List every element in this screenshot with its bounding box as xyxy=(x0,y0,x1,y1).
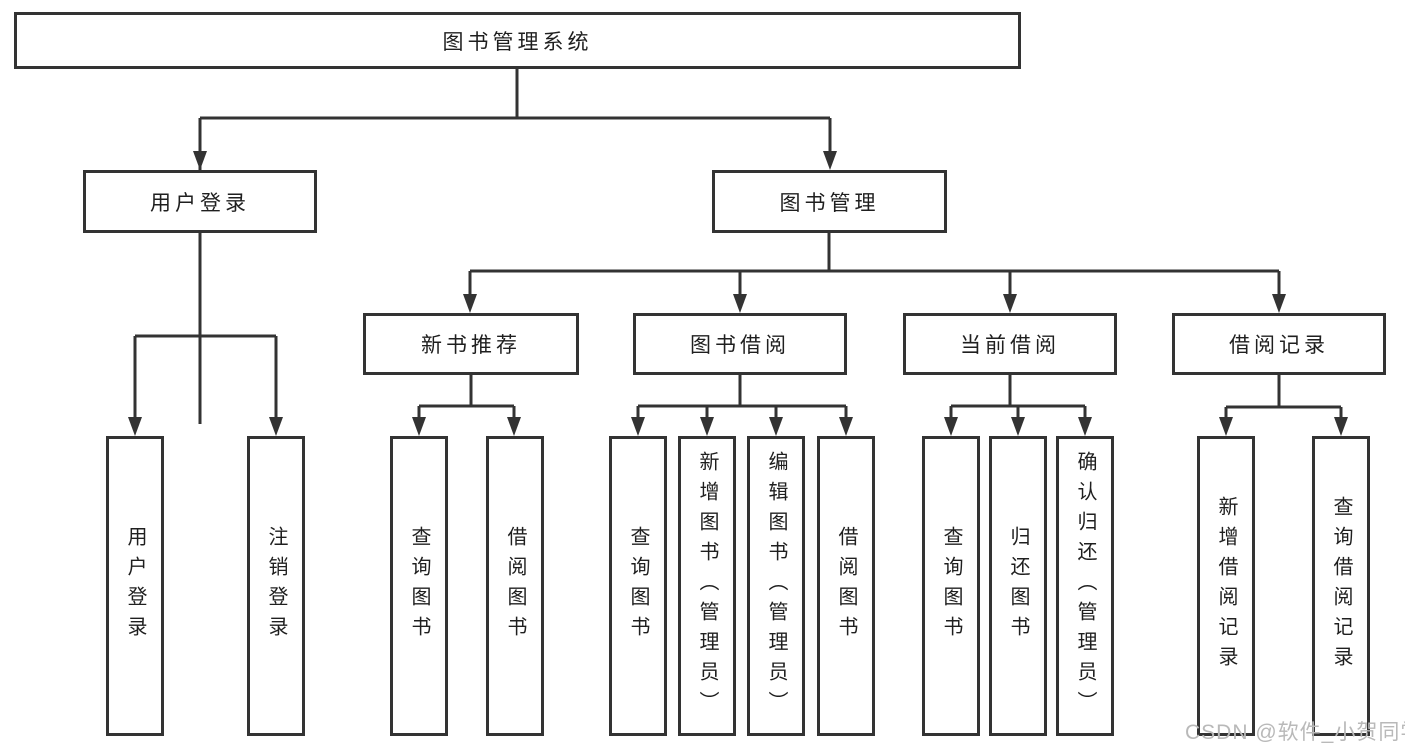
node-label: 归还图书 xyxy=(1007,526,1029,646)
node-new-book-recommend: 新书推荐 xyxy=(363,313,579,375)
node-label: 图书借阅 xyxy=(690,334,790,357)
leaf-query-borrow-record: 查询借阅记录 xyxy=(1312,436,1370,736)
leaf-query-books-recommend: 查询图书 xyxy=(390,436,448,736)
node-label: 借阅记录 xyxy=(1229,334,1329,357)
node-book-borrowing: 图书借阅 xyxy=(633,313,847,375)
node-label: 图书管理 xyxy=(779,191,880,215)
node-label: 新增借阅记录 xyxy=(1215,496,1237,676)
node-label: 当前借阅 xyxy=(960,334,1060,357)
csdn-watermark: CSDN @软件_小贺同学 xyxy=(1185,721,1405,744)
node-label: 确认归还（管理员） xyxy=(1074,451,1096,721)
leaf-add-borrow-record: 新增借阅记录 xyxy=(1197,436,1255,736)
leaf-return-book: 归还图书 xyxy=(989,436,1047,736)
node-library-management-system: 图书管理系统 xyxy=(14,12,1021,69)
node-label: 用户登录 xyxy=(150,191,250,215)
leaf-add-book-admin: 新增图书（管理员） xyxy=(678,436,736,736)
leaf-logout: 注销登录 xyxy=(247,436,305,736)
node-label: 新增图书（管理员） xyxy=(696,451,718,721)
leaf-edit-book-admin: 编辑图书（管理员） xyxy=(747,436,805,736)
leaf-borrow-books-recommend: 借阅图书 xyxy=(486,436,544,736)
leaf-query-books-current: 查询图书 xyxy=(922,436,980,736)
node-label: 查询图书 xyxy=(408,526,430,646)
node-label: 用户登录 xyxy=(124,526,146,646)
node-label: 编辑图书（管理员） xyxy=(765,451,787,721)
node-label: 注销登录 xyxy=(265,526,287,646)
node-label: 查询图书 xyxy=(627,526,649,646)
node-label: 借阅图书 xyxy=(835,526,857,646)
node-current-borrowing: 当前借阅 xyxy=(903,313,1117,375)
node-borrowing-records: 借阅记录 xyxy=(1172,313,1386,375)
leaf-user-login: 用户登录 xyxy=(106,436,164,736)
node-label: 借阅图书 xyxy=(504,526,526,646)
node-label: 查询图书 xyxy=(940,526,962,646)
leaf-confirm-return-admin: 确认归还（管理员） xyxy=(1056,436,1114,736)
node-label: 图书管理系统 xyxy=(442,30,593,54)
node-label: 新书推荐 xyxy=(421,334,521,357)
leaf-query-books-borrowing: 查询图书 xyxy=(609,436,667,736)
node-book-management: 图书管理 xyxy=(712,170,947,233)
leaf-borrow-books-borrowing: 借阅图书 xyxy=(817,436,875,736)
node-user-login-group: 用户登录 xyxy=(83,170,317,233)
node-label: 查询借阅记录 xyxy=(1330,496,1352,676)
